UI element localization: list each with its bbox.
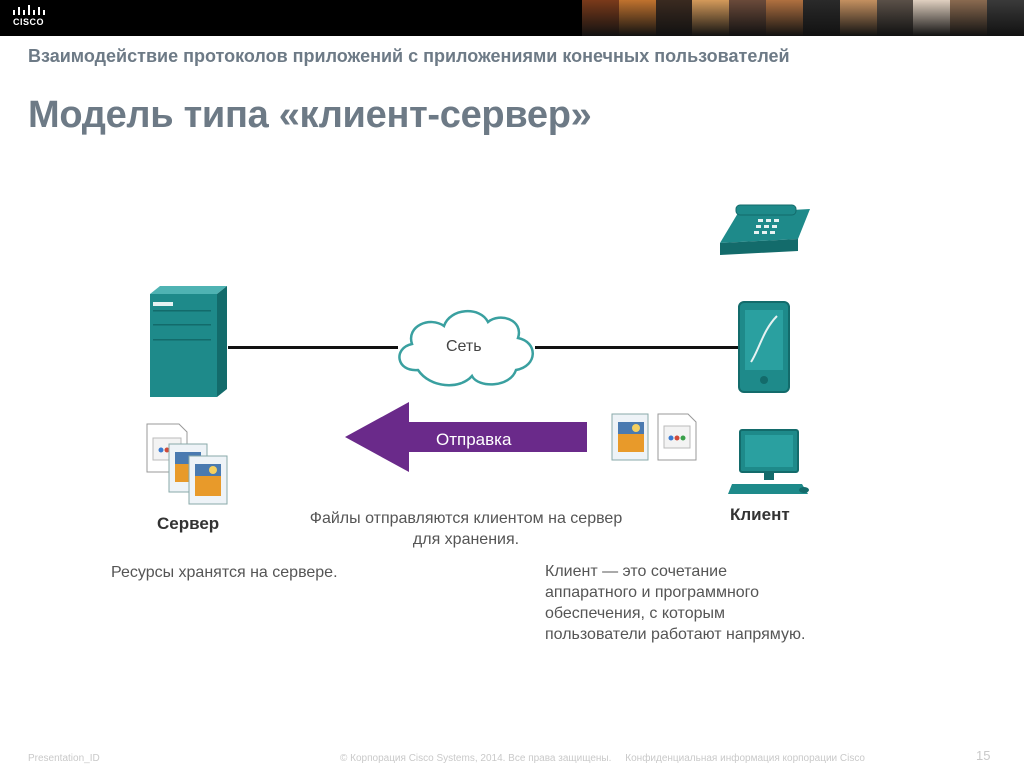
header-photo [987, 0, 1024, 36]
header-photo [876, 0, 914, 36]
header-photo [655, 0, 693, 36]
send-arrow [345, 402, 587, 472]
logo-text: CISCO [13, 17, 45, 27]
document-file-icon [657, 413, 697, 461]
arrow-label: Отправка [436, 430, 512, 449]
connection-line-left [228, 346, 398, 349]
phone-icon [720, 204, 810, 255]
files-caption: Файлы отправляются клиентом на сервер дл… [309, 510, 623, 548]
footer-presentation-id: Presentation_ID [28, 753, 100, 764]
slide-title: Модель типа «клиент-сервер» [28, 94, 592, 136]
cloud-label: Сеть [446, 338, 482, 355]
server-files-icon [146, 423, 228, 505]
header-photo [692, 0, 730, 36]
server-icon [150, 286, 227, 397]
footer-copyright: © Корпорация Cisco Systems, 2014. Все пр… [340, 753, 865, 764]
cloud-icon [398, 309, 534, 387]
connection-line-right [535, 346, 740, 349]
photo-strip [582, 0, 1024, 36]
server-note: Ресурсы хранятся на сервере. [111, 564, 338, 581]
header-photo [766, 0, 803, 36]
header-photo [839, 0, 877, 36]
client-computer-icon [728, 429, 809, 494]
header-photo [729, 0, 767, 36]
server-label: Сервер [157, 514, 220, 533]
header-photo [582, 0, 619, 36]
header-photo [950, 0, 988, 36]
header-photo [618, 0, 656, 36]
header-bar: CISCO [0, 0, 1024, 36]
cisco-logo [13, 5, 45, 15]
image-file-icon [611, 413, 649, 461]
header-photo [913, 0, 951, 36]
footer-page-number: 15 [976, 748, 991, 763]
pda-icon [738, 301, 790, 393]
header-photo [802, 0, 840, 36]
client-note: Клиент — это сочетание аппаратного и про… [545, 563, 806, 643]
client-label: Клиент [730, 505, 790, 524]
slide-subtitle: Взаимодействие протоколов приложений с п… [28, 46, 790, 66]
